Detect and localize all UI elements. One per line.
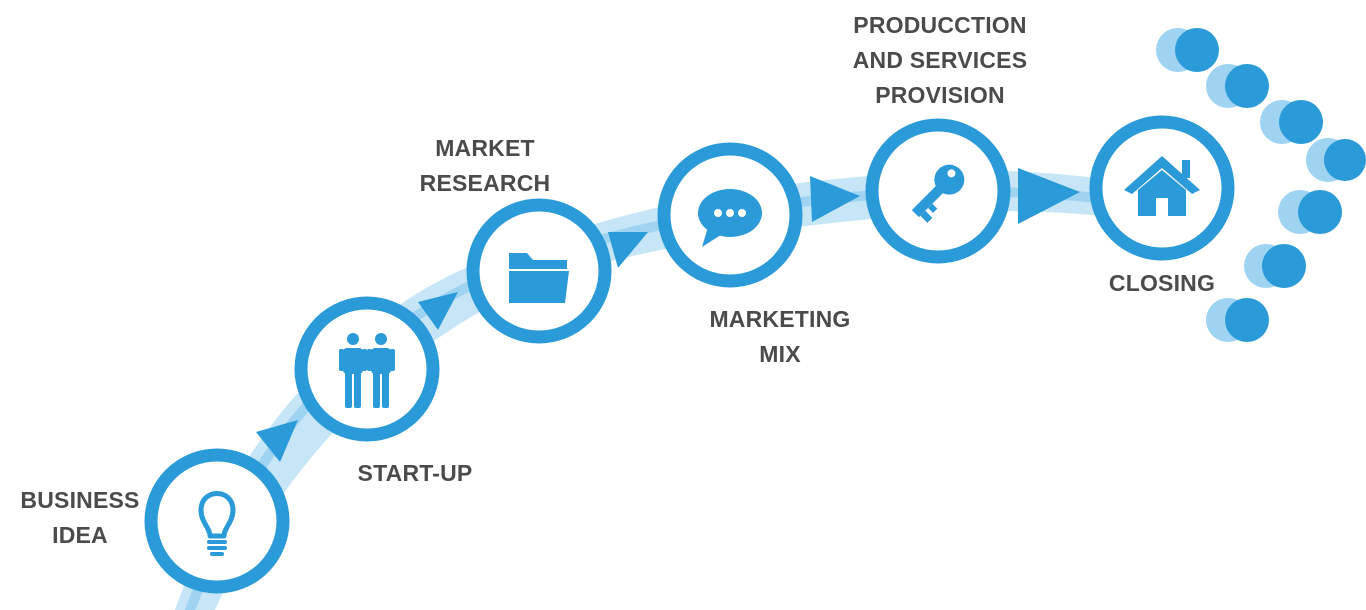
label-closing: CLOSING: [1092, 266, 1232, 301]
label-line: START-UP: [357, 460, 473, 486]
label-line: MARKET: [435, 135, 535, 161]
label-marketing-mix: MARKETING MIX: [690, 302, 870, 372]
step-business-idea: [144, 448, 290, 594]
house-icon: [1124, 156, 1200, 216]
label-line: PRODUCCTION: [853, 12, 1027, 38]
label-line: AND SERVICES: [852, 47, 1028, 73]
label-line: CLOSING: [1108, 270, 1216, 296]
label-business-idea: BUSINESS IDEA: [10, 483, 150, 553]
arrow-4: [810, 176, 860, 222]
arrow-2: [418, 292, 458, 330]
arrow-5: [1018, 168, 1080, 224]
key-icon: [911, 164, 965, 223]
label-line: IDEA: [52, 522, 108, 548]
label-line: MARKETING: [709, 306, 851, 332]
label-production: PRODUCCTION AND SERVICES PROVISION: [820, 8, 1060, 113]
arrow-3: [608, 232, 648, 268]
decorative-dots: [1156, 28, 1366, 342]
folder-icon: [509, 253, 569, 303]
people-icon: [339, 333, 395, 408]
label-market-research: MARKET RESEARCH: [405, 131, 565, 201]
label-line: BUSINESS: [20, 487, 140, 513]
arrow-1: [256, 420, 298, 462]
lightbulb-icon: [198, 491, 236, 556]
label-line: RESEARCH: [419, 170, 551, 196]
label-line: MIX: [759, 341, 801, 367]
label-start-up: START-UP: [340, 456, 490, 491]
label-line: PROVISION: [875, 82, 1005, 108]
speech-bubble-icon: [698, 189, 762, 247]
